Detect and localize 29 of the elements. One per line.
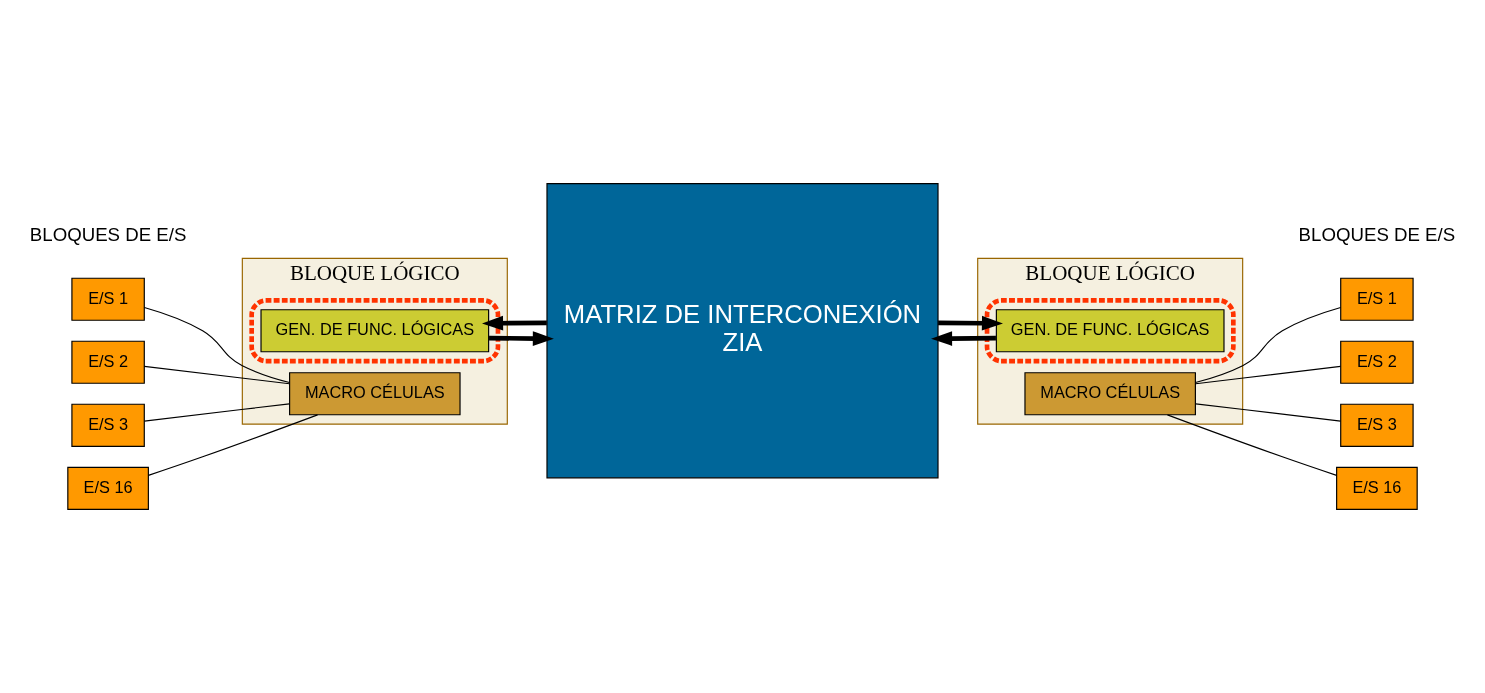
node-box: GEN. DE FUNC. LÓGICAS — [995, 309, 1225, 353]
node-box: E/S 1 — [1340, 277, 1414, 321]
connector — [1166, 414, 1338, 476]
node-box: E/S 2 — [1340, 340, 1414, 384]
connector — [143, 403, 290, 422]
arrow — [931, 331, 996, 346]
label: BLOQUES DE E/S — [29, 223, 187, 245]
cluster — [984, 298, 1236, 364]
connector — [1195, 365, 1342, 385]
node-box: MATRIZ DE INTERCONEXIÓN ZIA — [546, 183, 939, 479]
connector — [143, 306, 291, 384]
connector — [1195, 403, 1342, 422]
node-box: E/S 2 — [71, 340, 145, 384]
node-box: E/S 16 — [1336, 466, 1418, 510]
arrow — [489, 331, 554, 346]
label: BLOQUES DE E/S — [1298, 223, 1456, 245]
node-box: MACRO CÉLULAS — [1024, 372, 1196, 416]
node-box: MACRO CÉLULAS — [289, 372, 461, 416]
arrow — [938, 315, 1003, 331]
connector — [147, 414, 319, 476]
arrow — [482, 315, 547, 331]
connector — [1194, 306, 1342, 384]
node-box: E/S 16 — [67, 466, 149, 510]
node-box: E/S 3 — [1340, 403, 1414, 447]
connector — [143, 365, 290, 385]
node-box: GEN. DE FUNC. LÓGICAS — [260, 309, 490, 353]
node-box: E/S 1 — [71, 277, 145, 321]
cluster — [249, 298, 501, 364]
node-box: E/S 3 — [71, 403, 145, 447]
